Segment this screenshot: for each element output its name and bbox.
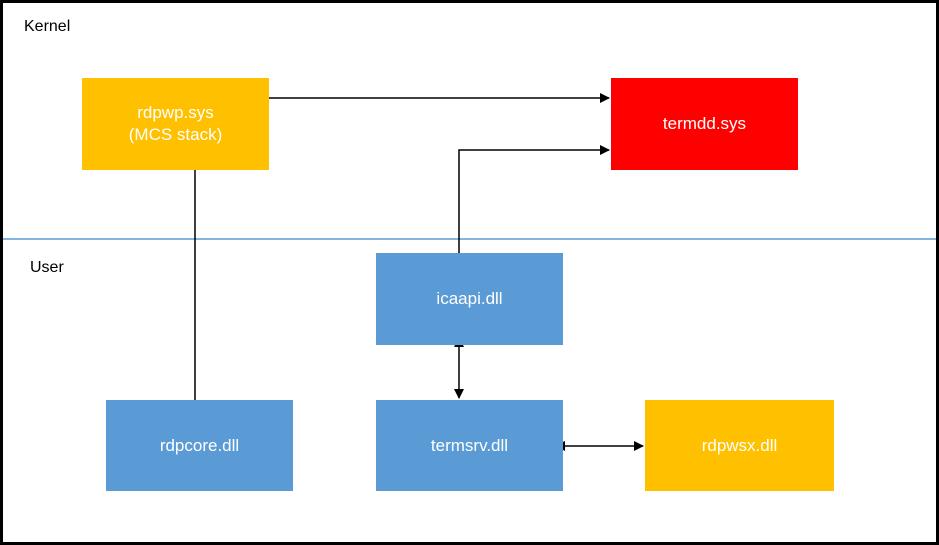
icaapi-dll-node: icaapi.dll <box>376 253 563 345</box>
termsrv-dll-node: termsrv.dll <box>376 400 563 491</box>
termdd-sys-node: termdd.sys <box>611 78 798 170</box>
rdpcore-dll-label: rdpcore.dll <box>159 435 240 455</box>
icaapi-dll-label: icaapi.dll <box>436 289 503 308</box>
kernel-region-label: Kernel <box>24 18 71 35</box>
icaapi-to-termdd-arrow <box>458 145 610 253</box>
rdpwp-sys-label: rdpwp.sys <box>137 103 214 122</box>
termdd-sys-label: termdd.sys <box>662 114 747 133</box>
rdpwp-sys-node: rdpwp.sys (MCS stack) <box>82 78 269 170</box>
user-region-label: User <box>30 259 64 276</box>
rdpwsx-dll-node: rdpwsx.dll <box>645 400 834 491</box>
rdpwsx-dll-label: rdpwsx.dll <box>701 435 778 455</box>
rdpcore-dll-node: rdpcore.dll <box>106 400 293 491</box>
rdpwp-mcs-stack-label: (MCS stack) <box>128 125 223 144</box>
termsrv-dll-label: termsrv.dll <box>430 435 509 455</box>
